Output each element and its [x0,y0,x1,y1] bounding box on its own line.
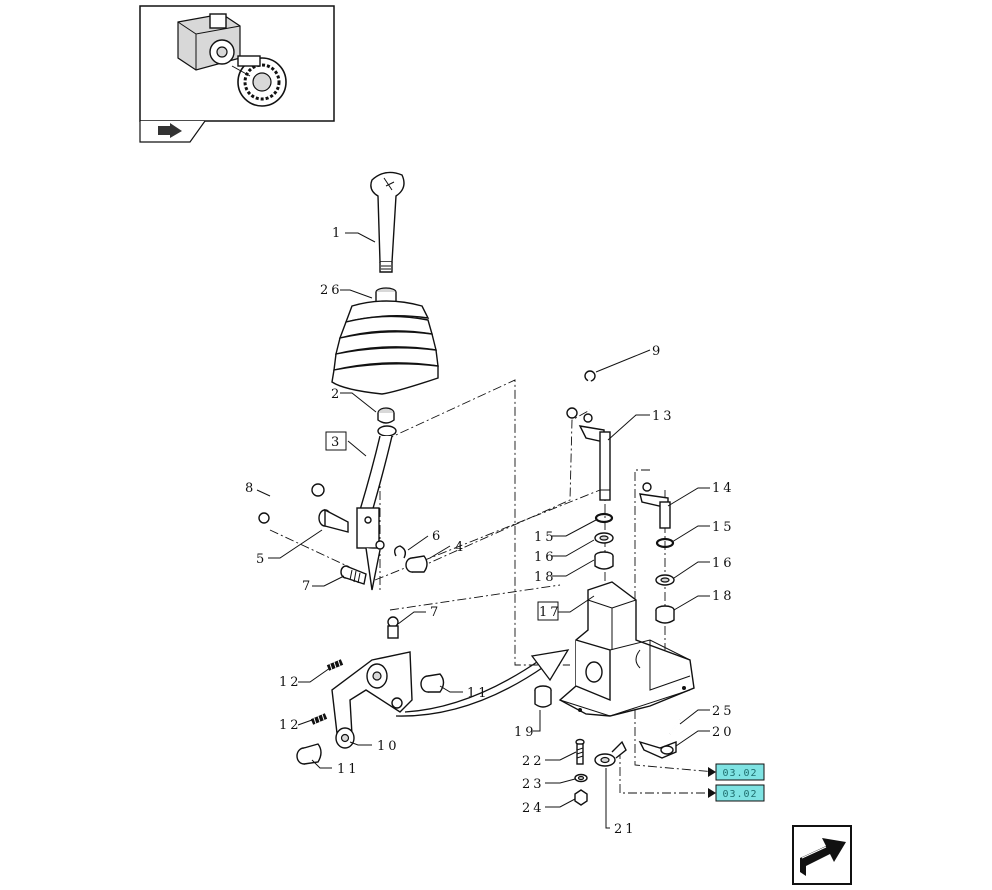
callout-19: 19 [514,725,537,740]
thumbnail-frame[interactable] [139,5,335,143]
callout-18-right: 18 [712,589,735,604]
part-pin-25[interactable] [669,719,681,735]
assembly-direction-arrow [395,649,570,717]
callout-5: 5 [256,552,267,567]
callout-21: 21 [614,822,637,837]
part-gear-knob[interactable] [370,171,405,273]
part-bolt-7a[interactable] [340,565,367,585]
callout-16-right: 16 [712,556,735,571]
callout-12-upper: 12 [279,675,302,690]
callout-1: 1 [332,226,343,241]
reference-tag-a-label: 03.02 [722,768,757,779]
callout-26: 26 [320,283,343,298]
callout-7-lower: 7 [430,605,441,620]
callout-17: 17 [539,605,562,620]
callout-20: 20 [712,725,735,740]
callout-15-left: 15 [534,530,557,545]
callout-14: 14 [712,481,735,496]
callout-15-right: 15 [712,520,735,535]
part-bush-18b[interactable] [655,605,675,624]
callout-11-lower: 11 [337,762,360,777]
part-lever-plate-20[interactable] [638,740,677,759]
part-bell-crank-10[interactable] [331,651,413,749]
part-set-screw-12a[interactable] [326,659,344,671]
callout-9: 9 [652,344,663,359]
part-pin-5[interactable] [318,508,349,533]
part-shaft-14[interactable] [639,482,671,529]
callout-16-left: 16 [534,550,557,565]
part-bush-18a[interactable] [594,551,614,570]
callout-leaders [256,232,710,829]
part-grease-nipple-7b[interactable] [387,616,399,639]
tractor-assembly-thumbnail [177,13,287,107]
callout-7-upper: 7 [302,579,313,594]
part-screw-22[interactable] [575,738,585,765]
callout-4: 4 [455,540,466,555]
next-page-arrow-icon[interactable] [792,825,852,885]
callout-22: 22 [522,754,545,769]
callout-11-upper: 11 [467,686,490,701]
part-bush-11a[interactable] [420,673,445,693]
part-link-rod-9[interactable] [566,370,596,419]
part-circlip-15b[interactable] [655,537,675,549]
callout-3: 3 [331,435,342,450]
callout-18-left: 18 [534,570,557,585]
part-washer-16a[interactable] [594,532,614,544]
part-bracket-17[interactable] [558,581,695,717]
callout-24: 24 [522,801,545,816]
part-bush-11b[interactable] [296,743,322,765]
part-collar-21[interactable] [594,740,627,767]
reference-tag-a[interactable]: 03.02 [708,763,765,781]
callout-12-lower: 12 [279,718,302,733]
callout-8: 8 [245,481,256,496]
callout-23: 23 [522,777,545,792]
callout-labels: 1 26 2 3 8 5 7 6 4 7 12 12 11 10 11 9 13… [245,226,735,837]
part-circlip-15a[interactable] [594,512,614,524]
callout-2: 2 [331,387,342,402]
part-washer-23[interactable] [574,773,588,783]
callout-13: 13 [652,409,675,424]
part-bush-4[interactable] [405,555,428,573]
part-shaft-13[interactable] [578,413,611,501]
part-set-screw-12b[interactable] [310,713,328,725]
part-washer-16b[interactable] [655,574,675,586]
callout-10: 10 [377,739,400,754]
reference-tag-b[interactable]: 03.02 [708,784,765,802]
callout-6: 6 [432,529,443,544]
part-rod-8[interactable] [258,483,325,524]
part-shift-lever[interactable] [356,425,397,591]
callout-25: 25 [712,704,735,719]
small-arrow-icon [158,123,182,138]
reference-tag-b-label: 03.02 [722,789,757,800]
part-clip-6[interactable] [393,545,407,559]
part-rubber-boot[interactable] [331,287,439,395]
part-bushing-2[interactable] [377,407,395,424]
part-bush-19[interactable] [534,685,552,708]
part-nut-24[interactable] [574,789,588,806]
